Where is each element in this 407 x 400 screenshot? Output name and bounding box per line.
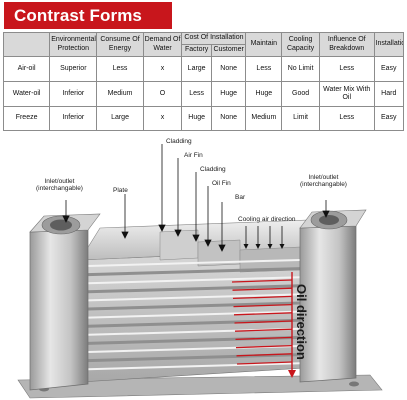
table-cell: Air-oil — [2, 56, 51, 82]
table-cell: Huge — [245, 81, 283, 107]
header-customer: Customer — [210, 44, 247, 57]
cooling-air-arrowhead — [267, 244, 273, 249]
table-cell: Limit — [281, 106, 320, 131]
label-inlet-left: Inlet/outlet (interchangable) — [36, 178, 83, 193]
cutaway-layers — [159, 229, 301, 273]
header-cooling-capacity: Cooling Capacity — [281, 32, 320, 57]
header-blank — [2, 32, 51, 57]
table-row: Air-oil Superior Less x Large None Less … — [2, 56, 405, 82]
header-cost-of-installation: Cost Of Installation — [181, 32, 247, 45]
label-inlet-right: Inlet/outlet (interchangable) — [300, 174, 347, 189]
fin-row — [87, 259, 301, 267]
fin-row — [87, 301, 301, 311]
header-demand-of-water: Demand Of Water — [142, 32, 183, 57]
label-bar: Bar — [235, 194, 246, 201]
table-row: Freeze Inferior Large x Huge None Medium… — [2, 106, 405, 131]
table-cell: Less — [318, 106, 375, 131]
label-pointer-lines — [62, 144, 330, 252]
table-cell: Easy — [373, 106, 405, 131]
fin-row — [87, 284, 301, 294]
table-cell: Less — [318, 56, 375, 82]
right-header-tank — [299, 209, 367, 383]
table-cell: Inferior — [49, 106, 98, 131]
oil-flow-arrow — [236, 353, 293, 357]
oil-flow-arrow — [231, 279, 293, 283]
table-cell: Medium — [245, 106, 283, 131]
cooling-air-arrows — [243, 226, 285, 249]
cooling-air-arrowhead — [243, 244, 249, 249]
cooling-air-arrowhead — [279, 244, 285, 249]
fin-row — [87, 353, 301, 363]
label-oil-direction-wrap: Oil direction — [294, 284, 325, 400]
heat-exchanger-illustration — [17, 144, 383, 399]
base-plate — [17, 374, 383, 399]
label-plate: Plate — [113, 187, 128, 194]
fin-row — [87, 362, 301, 371]
table-cell: Good — [281, 81, 320, 107]
table-cell: Water Mix With Oil — [318, 81, 375, 107]
table-cell: None — [210, 56, 247, 82]
oil-flow-arrow — [232, 295, 293, 300]
label-cooling-air-direction: Cooling air direction — [238, 216, 296, 223]
cooling-air-arrowhead — [255, 244, 261, 249]
header-influence-of-breakdown: Influence Of Breakdown — [318, 32, 375, 57]
left-header-tank — [29, 213, 101, 391]
label-air-fin: Air Fin — [184, 152, 203, 159]
table-row: Water-oil Inferior Medium O Less Huge Hu… — [2, 81, 405, 107]
table-cell: Large — [96, 106, 144, 131]
fin-row — [87, 267, 301, 277]
fin-row — [87, 318, 301, 328]
table-cell: Huge — [210, 81, 247, 107]
heat-exchanger-diagram: Cladding Air Fin Cladding Oil Fin Bar Pl… — [0, 132, 407, 400]
oil-flow-arrow — [233, 303, 293, 308]
header-factory: Factory — [181, 44, 212, 57]
fin-row — [87, 276, 301, 285]
table-cell: Water-oil — [2, 81, 51, 107]
header-environmental-protection: Environmental Protection — [49, 32, 98, 57]
header-consume-of-energy: Consume Of Energy — [96, 32, 144, 57]
oil-flow-arrow — [233, 312, 293, 316]
table-cell: Medium — [96, 81, 144, 107]
table-cell: Hard — [373, 81, 405, 107]
fin-row — [87, 293, 301, 302]
table-cell: Superior — [49, 56, 98, 82]
table-cell: O — [142, 81, 183, 107]
fin-row — [87, 310, 301, 319]
oil-flow-arrow — [232, 287, 293, 291]
table-cell: Inferior — [49, 81, 98, 107]
header-maintain: Maintain — [245, 32, 283, 57]
table-cell: None — [210, 106, 247, 131]
table-cell: x — [142, 106, 183, 131]
label-cladding-mid: Cladding — [200, 166, 226, 173]
oil-flow-arrowhead — [288, 370, 296, 378]
table-cell: Less — [181, 81, 212, 107]
table-cell: x — [142, 56, 183, 82]
header-installation: Installation — [373, 32, 405, 57]
label-cladding-top: Cladding — [166, 138, 192, 145]
table-cell: Huge — [181, 106, 212, 131]
table-cell: Less — [245, 56, 283, 82]
table-cell: Easy — [373, 56, 405, 82]
table-cell: Less — [96, 56, 144, 82]
label-oil-direction: Oil direction — [294, 284, 309, 360]
oil-flow-arrows — [231, 272, 296, 378]
oil-flow-arrow — [234, 328, 293, 332]
oil-flow-arrow — [234, 320, 293, 324]
oil-flow-arrow — [235, 336, 293, 341]
page-title: Contrast Forms — [4, 2, 172, 29]
table-cell: No Limit — [281, 56, 320, 82]
oil-flow-arrow — [235, 344, 293, 349]
label-oil-fin: Oil Fin — [212, 180, 231, 187]
table-cell: Freeze — [2, 106, 51, 131]
oil-flow-arrow — [236, 361, 293, 365]
comparison-table: Environmental Protection Consume Of Ener… — [2, 32, 405, 131]
table-cell: Large — [181, 56, 212, 82]
